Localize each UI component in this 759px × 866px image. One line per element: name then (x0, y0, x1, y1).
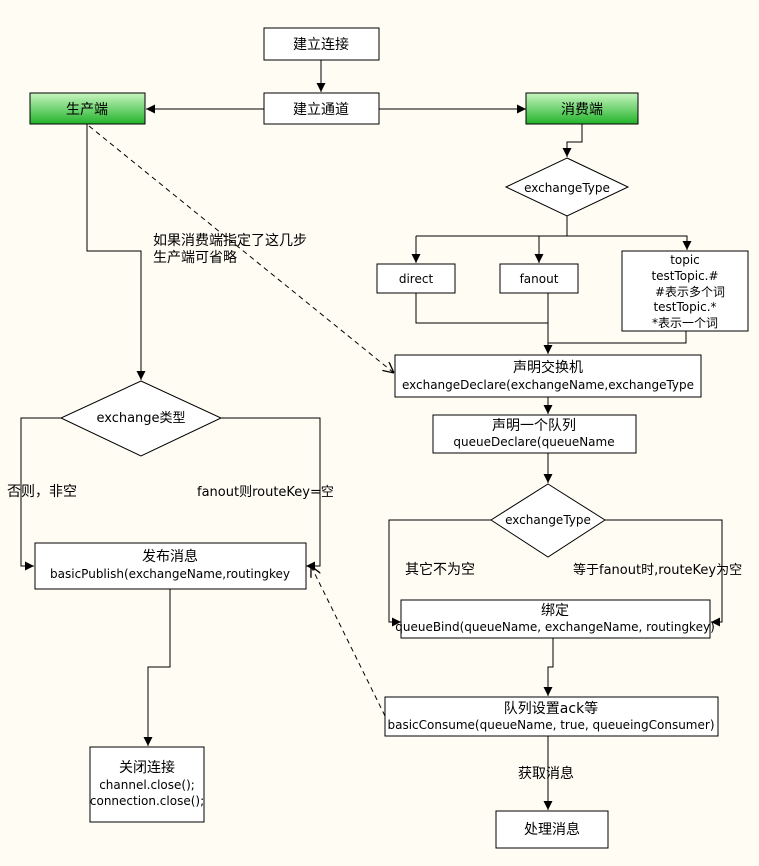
edge-else-nonempty (20, 417, 61, 571)
node-declare-exchange-code: exchangeDeclare(exchangeName,exchangeTyp… (402, 378, 694, 392)
edge-publish-close (143, 589, 171, 746)
node-consumer-label: 消费端 (561, 102, 603, 118)
node-close-line-2: connection.close(); (90, 794, 204, 808)
connectors (20, 60, 723, 810)
node-consume: 队列设置ack等 basicConsume(queueName, true, q… (384, 696, 719, 737)
node-producer-label: 生产端 (66, 102, 108, 118)
node-topic-line-3: #表示多个词 (655, 285, 725, 299)
decision-exchange-type-1: exchangeType (504, 157, 630, 217)
edge-to-topic (567, 235, 692, 250)
edge-topic-declare (548, 331, 687, 344)
node-close-line-1: channel.close(); (99, 778, 195, 792)
edge-other-nonempty (388, 519, 491, 627)
node-topic-line-5: *表示一个词 (652, 316, 718, 330)
node-process-label: 处理消息 (524, 821, 580, 838)
edge-exchangetype-branches (416, 216, 568, 237)
node-bind: 绑定 queueBind(queueName, exchangeName, ro… (395, 599, 715, 639)
node-consume-code: basicConsume(queueName, true, queueingCo… (388, 718, 715, 732)
node-declare-queue-title: 声明一个队列 (492, 418, 576, 434)
node-bind-title: 绑定 (541, 603, 569, 619)
edge-labels: 如果消费端指定了这几步 生产端可省略 否则，非空 fanout则routeKey… (7, 232, 742, 782)
node-process: 处理消息 (495, 810, 609, 849)
node-fanout: fanout (499, 263, 579, 294)
node-channel-label: 建立通道 (293, 102, 349, 118)
edge-consume-publish-dashed (311, 566, 386, 717)
node-connect-label: 建立连接 (293, 36, 349, 53)
node-bind-code: queueBind(queueName, exchangeName, routi… (395, 620, 715, 634)
node-publish-title: 发布消息 (142, 548, 198, 565)
node-direct-label: direct (399, 272, 434, 286)
node-producer: 生产端 (29, 92, 146, 125)
node-topic-line-1: topic (670, 253, 700, 267)
edge-fanout-empty (605, 519, 723, 627)
edge-direct-declare (415, 293, 548, 324)
label-fanout-key-empty: 等于fanout时,routeKey为空 (573, 562, 742, 578)
node-consumer: 消费端 (525, 92, 639, 125)
decision-exchange-kind-label: exchange类型 (96, 411, 185, 426)
decision-exchange-type-1-label: exchangeType (524, 181, 610, 195)
node-channel: 建立通道 (263, 92, 380, 125)
label-fanout-empty: fanout则routeKey=空 (197, 485, 334, 500)
label-get-message: 获取消息 (518, 765, 574, 782)
edge-bind-consume (543, 638, 554, 696)
node-declare-exchange-title: 声明交换机 (513, 359, 583, 376)
node-publish: 发布消息 basicPublish(exchangeName,routingke… (34, 542, 307, 590)
node-connect: 建立连接 (263, 27, 380, 61)
edge-consumer-exchangetype (562, 124, 583, 157)
decision-exchange-type-2-label: exchangeType (505, 513, 591, 527)
node-topic: topic testTopic.# #表示多个词 testTopic.* *表示… (621, 250, 749, 332)
label-other-nonempty: 其它不为空 (405, 561, 475, 578)
node-declare-exchange: 声明交换机 exchangeDeclare(exchangeName,excha… (394, 354, 702, 398)
decision-exchange-kind: exchange类型 (59, 380, 223, 457)
node-consume-title: 队列设置ack等 (504, 700, 598, 717)
node-close: 关闭连接 channel.close(); connection.close()… (89, 746, 205, 823)
node-fanout-label: fanout (520, 272, 559, 286)
node-publish-code: basicPublish(exchangeName,routingkey (50, 567, 290, 581)
note-skip-line-1: 如果消费端指定了这几步 (153, 232, 307, 249)
node-declare-queue-code: queueDeclare(queueName (453, 435, 614, 449)
node-topic-line-2: testTopic.# (651, 269, 718, 283)
edge-producer-exchangekind (86, 124, 146, 380)
node-declare-queue: 声明一个队列 queueDeclare(queueName (432, 414, 637, 454)
node-close-title: 关闭连接 (119, 759, 175, 776)
edge-note-dashed (88, 125, 394, 373)
decision-exchange-type-2: exchangeType (490, 483, 606, 558)
node-direct: direct (376, 263, 456, 294)
node-topic-line-4: testTopic.* (653, 300, 716, 314)
label-else-nonempty: 否则，非空 (7, 484, 77, 500)
note-skip-line-2: 生产端可省略 (153, 250, 237, 266)
